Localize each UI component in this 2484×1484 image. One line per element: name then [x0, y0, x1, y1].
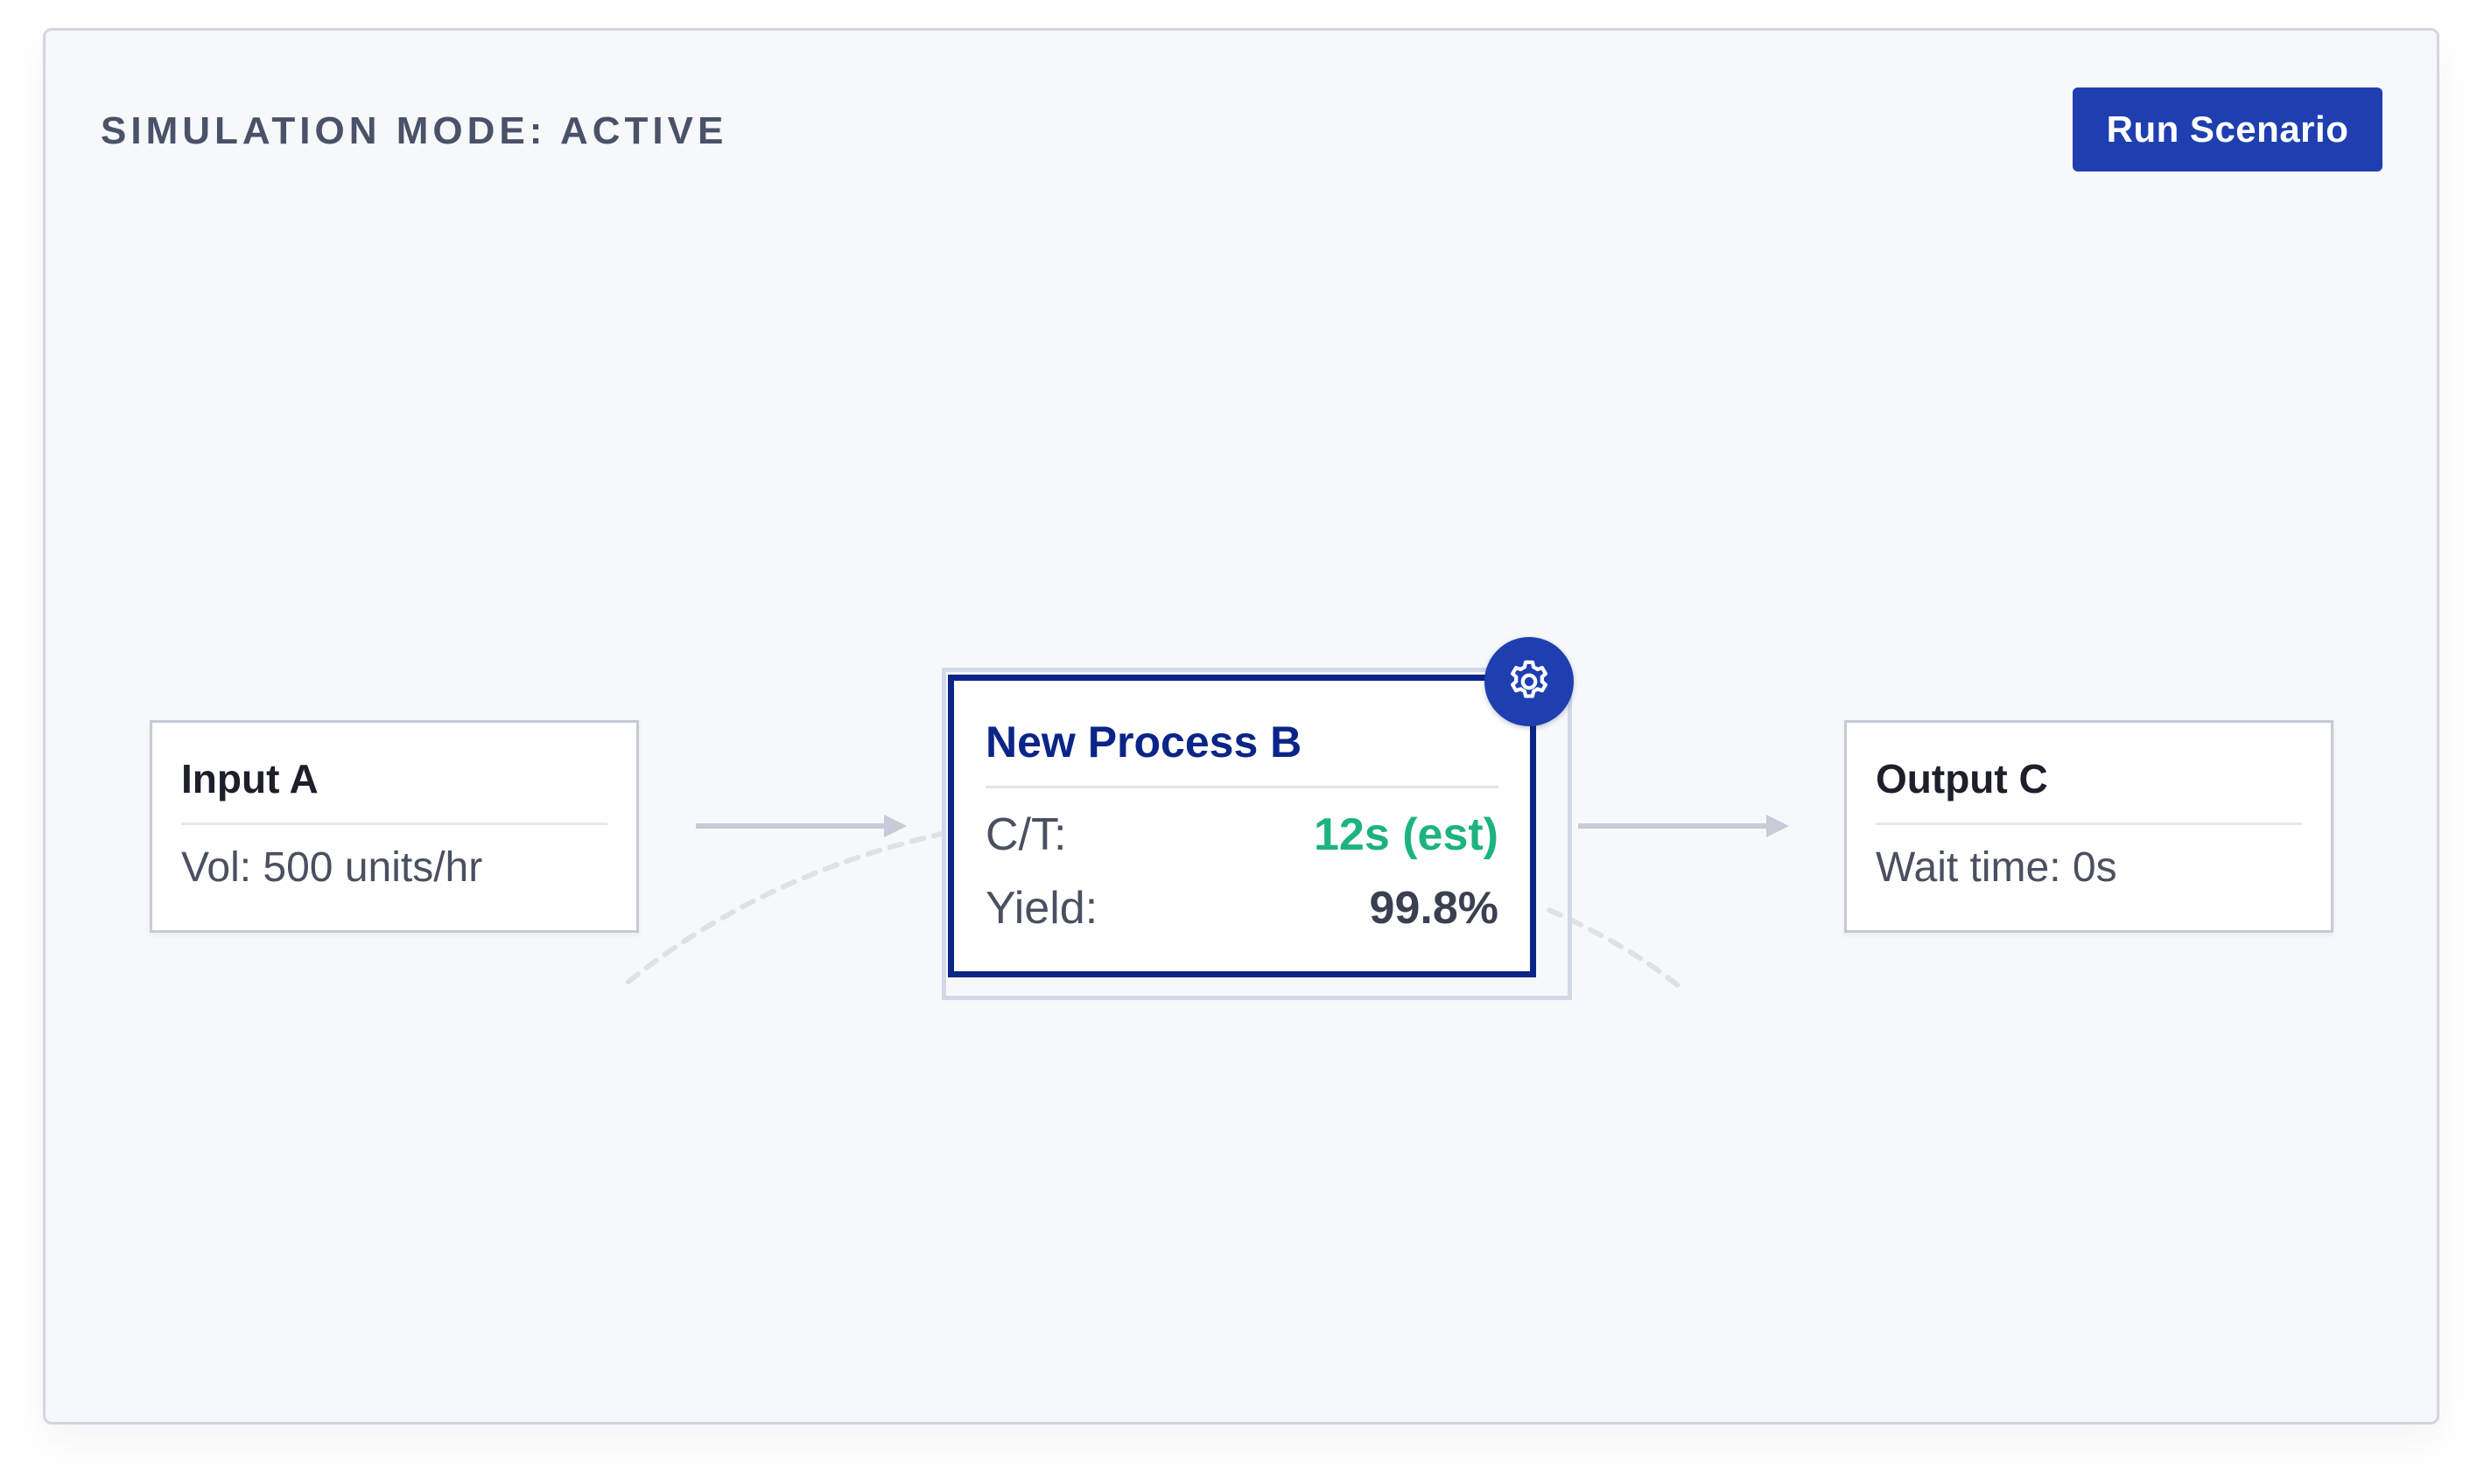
node-new-process-b[interactable]: New Process B C/T: 12s (est) Yield: 99.8…: [948, 675, 1536, 977]
cycle-time-value: 12s (est): [1314, 809, 1498, 860]
node-settings-button[interactable]: [1484, 637, 1574, 726]
node-title: Input A: [181, 756, 319, 802]
node-divider: [181, 822, 607, 825]
node-divider: [986, 786, 1498, 788]
node-divider: [1876, 822, 2302, 825]
selection-halo: [942, 668, 1572, 1000]
node-input-a[interactable]: Input A Vol: 500 units/hr: [150, 720, 639, 933]
node-volume: Vol: 500 units/hr: [181, 844, 483, 891]
simulation-mode-label: SIMULATION MODE: ACTIVE: [101, 109, 728, 152]
yield-value: 99.8%: [1369, 883, 1498, 934]
yield-label: Yield:: [986, 883, 1098, 934]
yield-row: Yield: 99.8%: [986, 878, 1498, 939]
gear-icon: [1511, 660, 1547, 698]
node-output-c[interactable]: Output C Wait time: 0s: [1844, 720, 2333, 933]
cycle-time-label: C/T:: [986, 809, 1067, 860]
node-wait-time: Wait time: 0s: [1876, 844, 2117, 891]
run-scenario-button[interactable]: Run Scenario: [2073, 88, 2382, 172]
node-title: New Process B: [986, 718, 1302, 766]
node-title: Output C: [1876, 756, 2048, 802]
cycle-time-row: C/T: 12s (est): [986, 804, 1498, 865]
